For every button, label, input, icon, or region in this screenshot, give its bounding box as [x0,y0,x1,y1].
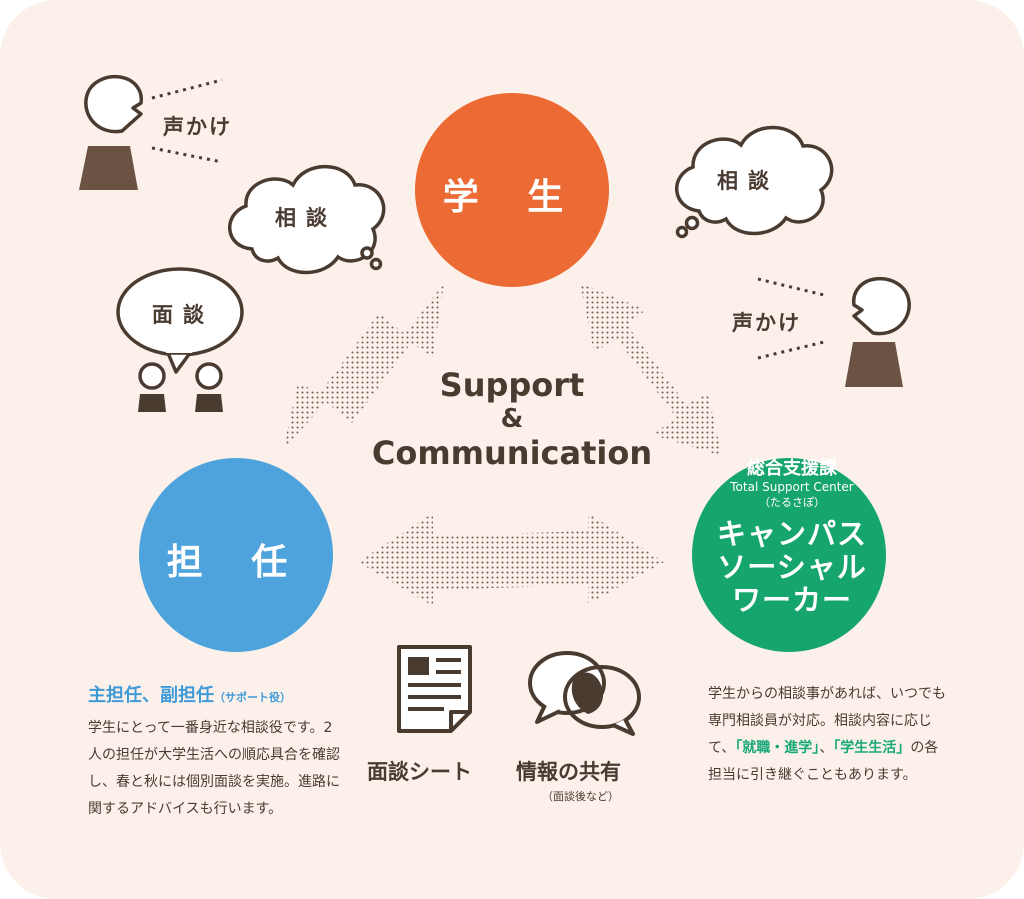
homeroom-heading-main: 主担任、副担任 [88,685,214,706]
share-sub-label: （面談後など） [542,790,619,803]
homeroom-label: 担 任 [166,542,306,583]
interview-bubble [116,267,244,374]
csw-title-2: ソーシャル [717,550,867,584]
csw-dept: 総合支援課 [747,458,837,479]
interview-label: 面談 [152,303,214,327]
homeroom-heading-sub: （サポート役） [214,691,291,704]
homeroom-circle [139,458,333,652]
csw-desc-a: 学生からの相談事があれば、いつでも専門相談員が対応。相談内容に応じて、 [708,686,946,756]
info-sharing-icon [528,651,641,736]
right-consult-bubble [675,125,834,239]
csw-circle [692,458,886,652]
arrow-student-csw [580,283,722,456]
share-label: 情報の共有 [516,760,621,784]
csw-label-block: 総合支援課 Total Support Center （たるさぽ） キャンパス … [680,458,904,617]
center-title: Support & Communication [362,366,662,472]
left-consult-bubble [228,164,386,275]
csw-dept-sub: （たるさぽ） [759,496,825,509]
csw-highlight-2: 「学生生活」 [833,740,911,756]
homeroom-description: 学生にとって一番身近な相談役です。2人の担任が大学生活への順応具合を確認し、春と… [88,720,340,817]
call-left-label: 声かけ [163,115,232,139]
csw-title-3: ワーカー [731,583,852,617]
student-label: 学 生 [442,177,582,218]
left-consult-label: 相談 [275,206,337,230]
csw-highlight-1: 「就職・進学」 [735,740,820,756]
right-consult-label: 相談 [717,169,779,193]
two-people-icon [138,362,223,412]
call-right-label: 声かけ [732,311,801,335]
csw-dept-en: Total Support Center [730,480,854,494]
sheet-label: 面談シート [367,760,472,784]
left-speaker-icon [79,74,223,190]
csw-desc-b: の各担当に引き継ぐこともあります。 [708,740,939,783]
csw-desc-sep: 、 [819,740,834,756]
csw-description: 学生からの相談事があれば、いつでも専門相談員が対応。相談内容に応じて、「就職・進… [708,681,952,789]
center-title-line1: Support [439,366,585,404]
arrow-student-homeroom [283,283,444,450]
center-title-line2: & [500,404,524,434]
center-title-line3: Communication [371,434,653,472]
arrow-homeroom-csw [358,513,664,606]
student-circle [415,93,609,287]
homeroom-heading: 主担任、副担任（サポート役） [88,681,291,707]
interview-sheet-icon [397,645,472,733]
csw-title-1: キャンパス [716,517,867,551]
right-speaker-icon [757,276,911,387]
